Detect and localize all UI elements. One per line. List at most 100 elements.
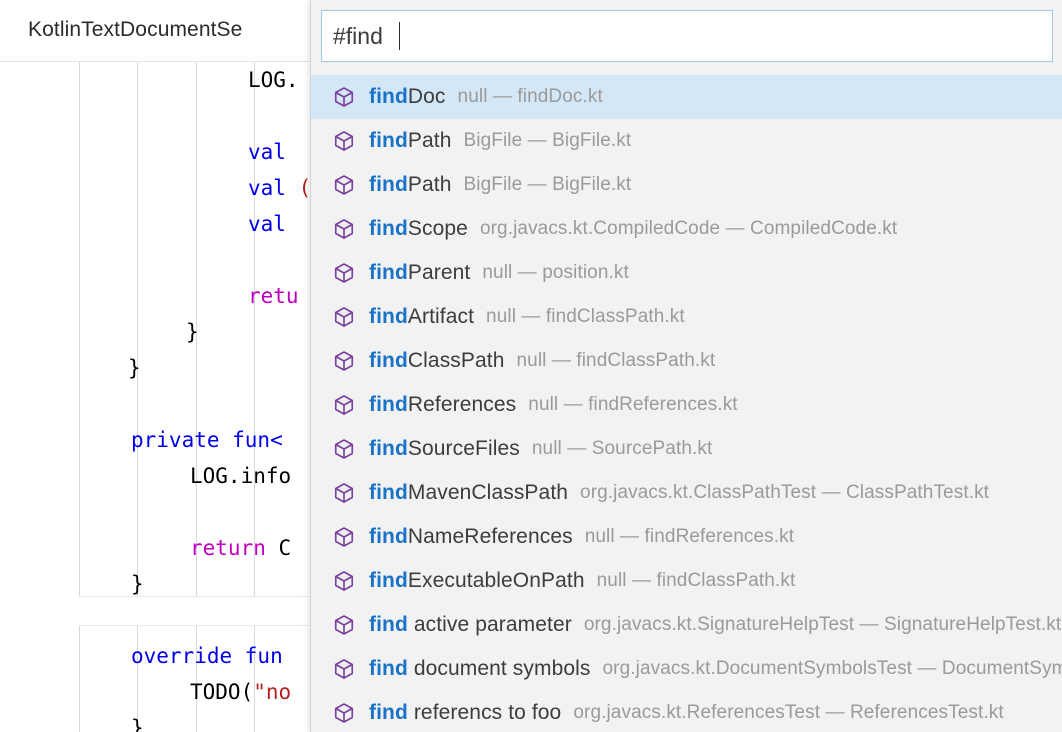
editor-guide-line-2 [196, 62, 197, 732]
code-token: retu [248, 284, 299, 308]
result-detail: org.javacs.kt.ReferencesTest — Reference… [573, 702, 1004, 723]
result-label-rest: Scope [407, 217, 468, 240]
code-token: val [248, 176, 299, 200]
cube-symbol-icon [334, 219, 354, 239]
code-token: C [278, 536, 292, 560]
result-detail: null — findReferences.kt [584, 526, 795, 547]
result-detail: org.javacs.kt.CompiledCode — CompiledCod… [479, 218, 898, 239]
search-result-item[interactable]: findScope org.javacs.kt.CompiledCode — Co… [311, 207, 1062, 251]
result-label-rest: Artifact [407, 305, 475, 328]
code-token: ( [298, 176, 312, 200]
code-line: val [0, 134, 286, 170]
code-line: LOG.info [0, 458, 291, 494]
search-result-item[interactable]: findClassPath null — findClassPath.kt [311, 339, 1062, 383]
editor-tab-title[interactable]: KotlinTextDocumentSe [28, 18, 243, 41]
result-detail: null — findClassPath.kt [516, 350, 716, 371]
cube-symbol-icon [334, 571, 354, 591]
code-token: } [186, 320, 199, 344]
code-token: override fun [131, 644, 283, 668]
result-label: findPath [369, 129, 452, 153]
search-result-item[interactable]: find document symbols org.javacs.kt.Docum… [311, 647, 1062, 691]
code-token: "no [253, 680, 292, 704]
cube-symbol-icon [334, 395, 354, 415]
result-match-prefix: find [369, 85, 408, 108]
result-label-rest: Path [407, 129, 452, 152]
result-detail: null — findReferences.kt [528, 394, 738, 415]
cube-symbol-icon [334, 659, 354, 679]
result-match-prefix: find [369, 701, 408, 724]
result-label-rest: Parent [407, 261, 471, 284]
result-match-prefix: find [369, 349, 408, 372]
code-token: } [128, 356, 141, 380]
code-line: } [0, 350, 141, 386]
code-line: } [0, 566, 144, 602]
result-match-prefix: find [369, 305, 408, 328]
result-match-prefix: find [369, 481, 408, 504]
result-detail: null — findDoc.kt [457, 86, 603, 107]
result-match-prefix: find [369, 393, 408, 416]
code-token: return [190, 536, 279, 560]
text-caret [399, 22, 400, 50]
cube-symbol-icon [334, 263, 354, 283]
indent-guide-2 [254, 62, 255, 282]
search-result-item[interactable]: findArtifact null — findClassPath.kt [311, 295, 1062, 339]
code-token: val [248, 212, 286, 236]
code-token: } [131, 572, 144, 596]
search-field-container: #find [311, 0, 1062, 73]
code-line: val [0, 206, 286, 242]
search-result-item[interactable]: find active parameter org.javacs.kt.Signa… [311, 603, 1062, 647]
cube-symbol-icon [334, 527, 354, 547]
editor-guide-line-3 [254, 62, 255, 732]
cube-symbol-icon [334, 703, 354, 723]
indent-guide-0 [137, 62, 138, 352]
result-match-prefix: find [369, 613, 408, 636]
result-detail: org.javacs.kt.ClassPathTest — ClassPathT… [580, 482, 990, 503]
result-detail: null — SourcePath.kt [531, 438, 713, 459]
search-result-item[interactable]: findDoc null — findDoc.kt [311, 75, 1062, 119]
code-line: retu [0, 278, 299, 314]
result-match-prefix: find [369, 657, 408, 680]
search-result-item[interactable]: findMavenClassPath org.javacs.kt.ClassPat… [311, 471, 1062, 515]
result-detail: org.javacs.kt.SignatureHelpTest — Signat… [583, 614, 1062, 635]
result-label: find active parameter [369, 613, 572, 637]
result-label-rest: document symbols [407, 657, 591, 680]
code-token: TODO( [190, 680, 254, 704]
code-line: TODO("no [0, 674, 291, 710]
cube-symbol-icon [334, 351, 354, 371]
result-match-prefix: find [369, 437, 408, 460]
code-line: return C [0, 530, 291, 566]
result-label: findArtifact [369, 305, 474, 329]
code-token: } [131, 716, 144, 732]
cube-symbol-icon [334, 615, 354, 635]
cube-symbol-icon [334, 439, 354, 459]
editor-guide-line-0 [79, 62, 80, 732]
result-detail: null — findClassPath.kt [486, 306, 685, 327]
result-label-rest: Doc [407, 85, 446, 108]
search-input[interactable] [321, 10, 1053, 62]
code-line: private fun< [0, 422, 283, 458]
result-label-rest: referencs to foo [407, 701, 562, 724]
search-result-item[interactable]: find referencs to foo org.javacs.kt.Refer… [311, 691, 1062, 732]
result-label: findPath [369, 173, 452, 197]
code-line: val ( [0, 170, 311, 206]
result-label-rest: active parameter [407, 613, 572, 636]
result-label-rest: ClassPath [407, 349, 505, 372]
result-detail: org.javacs.kt.DocumentSymbolsTest — Docu… [602, 658, 1062, 679]
result-label: find document symbols [369, 657, 591, 681]
result-detail: null — position.kt [482, 262, 629, 283]
result-match-prefix: find [369, 217, 408, 240]
result-label-rest: MavenClassPath [407, 481, 569, 504]
code-token: val [248, 140, 286, 164]
cube-symbol-icon [334, 131, 354, 151]
result-label-rest: Path [407, 173, 452, 196]
